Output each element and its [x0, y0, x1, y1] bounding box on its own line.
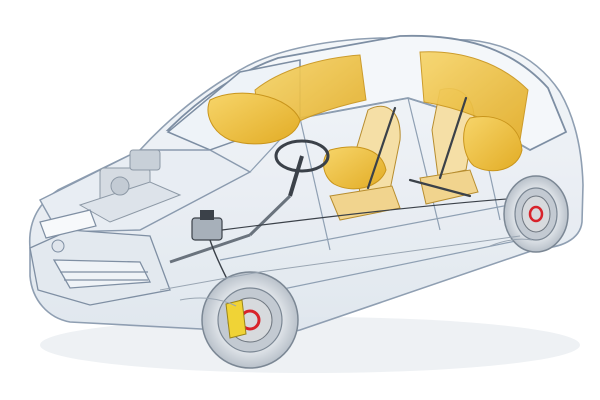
front-seat-cushion [329, 185, 401, 221]
ground-shadow [40, 317, 580, 373]
abs-sensor-ring [528, 205, 544, 223]
front-airbag [207, 92, 301, 145]
curtain-airbag-rear [419, 51, 529, 141]
underbody [159, 235, 533, 307]
seatbelts [366, 96, 472, 198]
brake-disc-icon [521, 195, 551, 233]
brake-caliper [225, 299, 247, 339]
headlight [39, 209, 97, 239]
engine-bay [78, 149, 182, 223]
front-wheel [201, 271, 299, 369]
steering-assembly [169, 139, 330, 264]
rear-seat-cushion [419, 169, 479, 205]
front-emblem [51, 239, 65, 253]
side-airbag-rear [463, 116, 523, 172]
front-bumper [29, 229, 171, 306]
rear-wheel [503, 175, 569, 253]
steering-wheel-icon [274, 139, 330, 173]
